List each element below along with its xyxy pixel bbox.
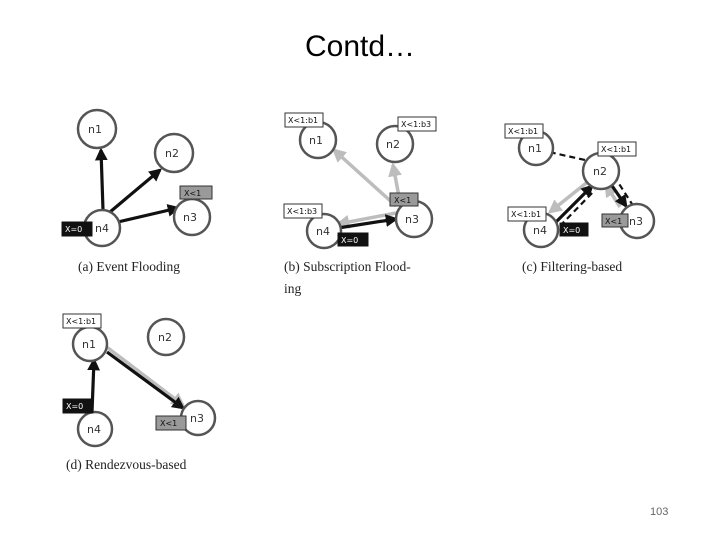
node-label-d-n3: n3 [190, 412, 204, 425]
arrow-d-n1-n3-gray [102, 343, 186, 407]
caption-b-line1: (b) Subscription Flood- [284, 259, 411, 274]
caption-b-line2: ing [284, 281, 302, 296]
label-b-x-eq-0: X=0 [341, 236, 358, 245]
panel-c: n1 n2 n3 n4 X<1:b1 X<1:b1 X<1:b1 X<1 X=0… [504, 123, 656, 274]
arrow-b-n4-n3 [337, 214, 399, 230]
caption-d: (d) Rendezvous-based [66, 457, 187, 472]
node-label-b-n3: n3 [405, 213, 419, 226]
node-label-b-n2: n2 [386, 138, 400, 151]
arrow-c-n4-n2 [554, 184, 594, 224]
arrow-a-n4-n1 [94, 147, 108, 211]
node-label-d-n1: n1 [82, 338, 96, 351]
label-b-sub-2: X<1:b3 [401, 120, 431, 129]
panel-a: n1 n2 n3 n4 X<1 X=0 (a) Event Flooding [61, 108, 213, 274]
node-label-a-n4: n4 [95, 222, 109, 235]
label-c-x-lt-1: X<1 [605, 217, 622, 226]
panel-d: n1 n2 n3 n4 X<1:b1 X<1 X=0 (d) Rendezvou… [62, 313, 217, 472]
arrow-d-n1-n3 [106, 350, 186, 410]
node-label-b-n4: n4 [316, 225, 330, 238]
label-a-x-eq-0: X=0 [65, 225, 82, 234]
box-b-sub-1 [284, 112, 324, 128]
node-label-d-n4: n4 [87, 423, 101, 436]
node-label-c-n4: n4 [533, 224, 547, 237]
label-b-sub-3: X<1:b3 [287, 207, 317, 216]
label-c-sub-2: X<1:b1 [601, 145, 631, 154]
arrow-a-n4-n2 [108, 168, 162, 214]
label-d-x-eq-0: X=0 [66, 402, 83, 411]
box-c-x-lt-1 [601, 213, 629, 228]
node-label-b-n1: n1 [309, 134, 323, 147]
node-label-c-n3: n3 [629, 215, 643, 228]
node-label-c-n2: n2 [593, 165, 607, 178]
caption-a: (a) Event Flooding [78, 259, 180, 274]
arrow-a-n4-n3 [117, 204, 181, 224]
arrow-c-n1-n2-dashed [539, 148, 586, 162]
node-label-d-n2: n2 [158, 331, 172, 344]
slide-title: Contd… [304, 30, 416, 63]
label-c-sub-1: X<1:b1 [508, 127, 538, 136]
box-b-x-lt-1 [389, 192, 419, 207]
label-b-sub-1: X<1:b1 [288, 116, 318, 125]
node-label-c-n1: n1 [528, 142, 542, 155]
label-a-x-lt-1: X<1 [184, 189, 201, 198]
label-d-x-lt-1: X<1 [160, 419, 177, 428]
node-d-n4 [76, 410, 114, 448]
box-a-x-lt-1 [179, 185, 213, 200]
box-c-x-eq-0 [559, 222, 589, 237]
arrow-c-n4-n2-dashed [559, 189, 596, 227]
box-d-sub-1 [62, 313, 102, 329]
node-b-n4 [305, 212, 343, 250]
node-b-n2 [375, 124, 415, 164]
node-label-a-n3: n3 [183, 211, 197, 224]
box-d-x-eq-0 [62, 398, 94, 414]
page-number: 103 [650, 506, 669, 518]
panel-b: n1 n2 n3 n4 X<1:b1 X<1:b3 X<1:b3 X<1 X=0… [283, 112, 437, 296]
label-c-sub-3: X<1:b1 [511, 210, 541, 219]
box-b-sub-3 [283, 203, 323, 219]
box-c-sub-3 [507, 206, 547, 222]
box-b-sub-2 [397, 116, 437, 132]
label-b-x-lt-1: X<1 [394, 196, 411, 205]
arrow-b-n3-n1 [331, 148, 398, 208]
box-c-sub-1 [504, 123, 544, 139]
node-label-a-n2: n2 [165, 147, 179, 160]
box-b-x-eq-0 [337, 232, 369, 247]
node-d-n2 [146, 317, 186, 357]
label-d-sub-1: X<1:b1 [66, 317, 96, 326]
box-c-sub-2 [597, 141, 637, 157]
node-a-n2 [153, 132, 195, 174]
node-label-a-n1: n1 [88, 123, 102, 136]
box-a-x-eq-0 [61, 221, 93, 237]
label-c-x-eq-0: X=0 [563, 226, 580, 235]
caption-c: (c) Filtering-based [522, 259, 622, 274]
node-a-n1 [76, 108, 118, 150]
box-d-x-lt-1 [155, 415, 187, 431]
